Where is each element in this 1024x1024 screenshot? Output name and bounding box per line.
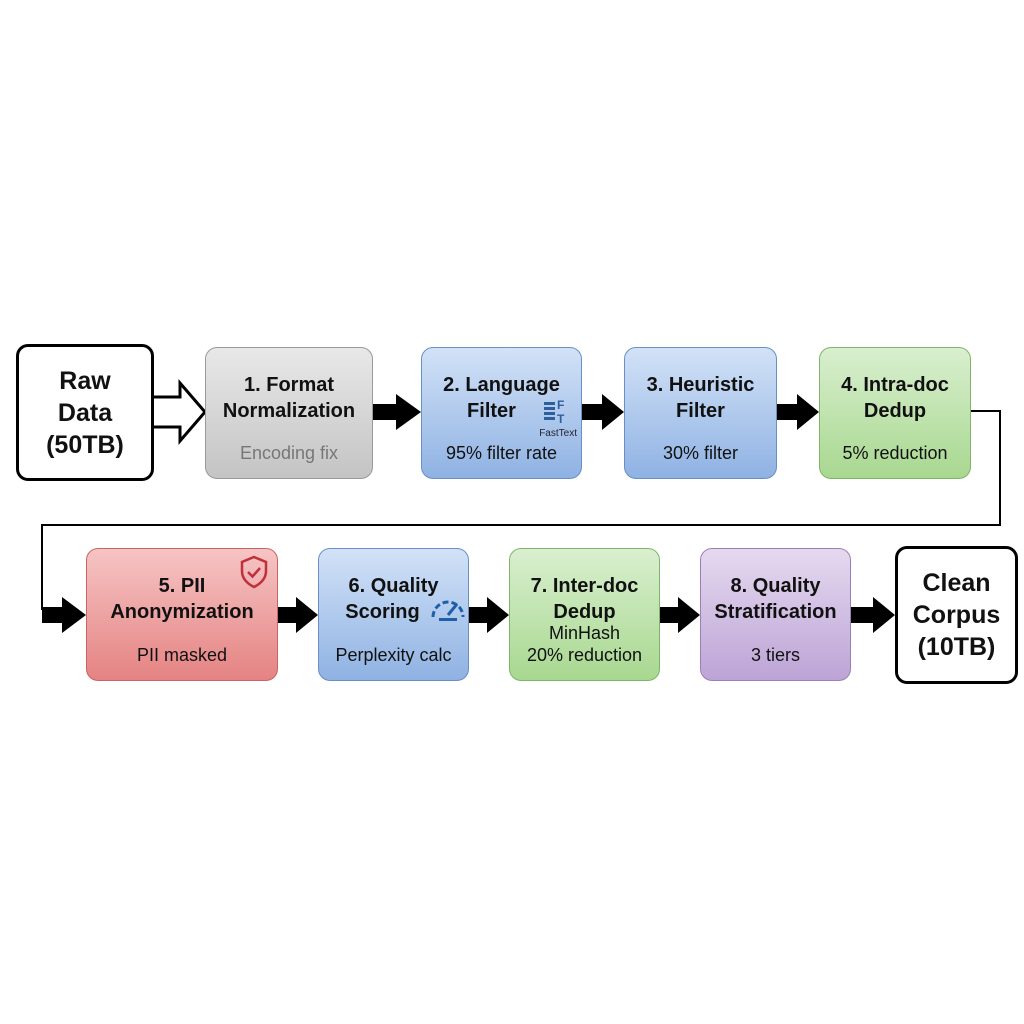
stage-method: MinHash bbox=[548, 623, 621, 643]
arrow-7-8 bbox=[660, 597, 700, 633]
stage-title: 7. Inter-doc bbox=[530, 575, 639, 597]
raw-line3: (50TB) bbox=[46, 430, 124, 459]
gauge-icon bbox=[431, 600, 465, 621]
stage-title: Stratification bbox=[714, 601, 837, 623]
stage-title: Dedup bbox=[863, 400, 927, 422]
stage-title: 8. Quality bbox=[730, 575, 821, 597]
stage-title: 5. PII bbox=[158, 575, 206, 597]
fasttext-label: FastText bbox=[539, 428, 577, 439]
stage-title: Filter bbox=[467, 400, 516, 422]
stage-title: 4. Intra-doc bbox=[841, 374, 949, 396]
stage-detail: 30% filter bbox=[662, 443, 739, 463]
stage-title: Anonymization bbox=[110, 601, 254, 623]
svg-text:T: T bbox=[557, 412, 565, 426]
stage-title: Dedup bbox=[553, 601, 616, 623]
stage-detail: Encoding fix bbox=[239, 443, 339, 463]
stage-detail: Perplexity calc bbox=[335, 645, 452, 665]
arrow-3-4 bbox=[777, 394, 819, 430]
clean-line3: (10TB) bbox=[917, 633, 996, 661]
stage-title: 1. Format bbox=[243, 374, 335, 396]
raw-line1: Raw bbox=[59, 366, 111, 395]
arrow-8-out bbox=[851, 597, 895, 633]
arrow-1-2 bbox=[373, 394, 421, 430]
hollow-input-arrow bbox=[150, 378, 207, 446]
stage-title: Normalization bbox=[222, 400, 356, 422]
stage-title: 3. Heuristic bbox=[646, 374, 755, 396]
stage-title: 2. Language bbox=[443, 374, 560, 396]
stage-title: Scoring bbox=[345, 601, 420, 623]
stage-title: Filter bbox=[676, 400, 725, 422]
fasttext-icon: FT bbox=[544, 398, 565, 426]
stage-detail: 3 tiers bbox=[750, 645, 801, 665]
stage-detail: 5% reduction bbox=[842, 443, 948, 463]
arrow-5-6 bbox=[278, 597, 318, 633]
arrow-into-5 bbox=[42, 597, 86, 633]
stage-detail: 20% reduction bbox=[526, 645, 643, 665]
clean-line1: Clean bbox=[922, 569, 991, 597]
clean-corpus-node: Clean Corpus (10TB) bbox=[895, 546, 1018, 684]
stage-detail: PII masked bbox=[136, 645, 228, 665]
stage-5-pii-anonymization: 5. PII Anonymization PII masked bbox=[86, 548, 278, 681]
shield-check-icon bbox=[240, 555, 268, 589]
raw-line2: Data bbox=[57, 398, 113, 427]
svg-text:F: F bbox=[557, 398, 564, 412]
wrap-connector bbox=[41, 410, 1001, 610]
stage-title: 6. Quality bbox=[348, 575, 439, 597]
arrow-2-3 bbox=[582, 394, 624, 430]
clean-line2: Corpus bbox=[912, 601, 1001, 629]
flow-arrows bbox=[42, 394, 895, 633]
raw-data-node: Raw Data (50TB) bbox=[16, 344, 154, 481]
stage-detail: 95% filter rate bbox=[445, 443, 558, 463]
arrow-6-7 bbox=[469, 597, 509, 633]
